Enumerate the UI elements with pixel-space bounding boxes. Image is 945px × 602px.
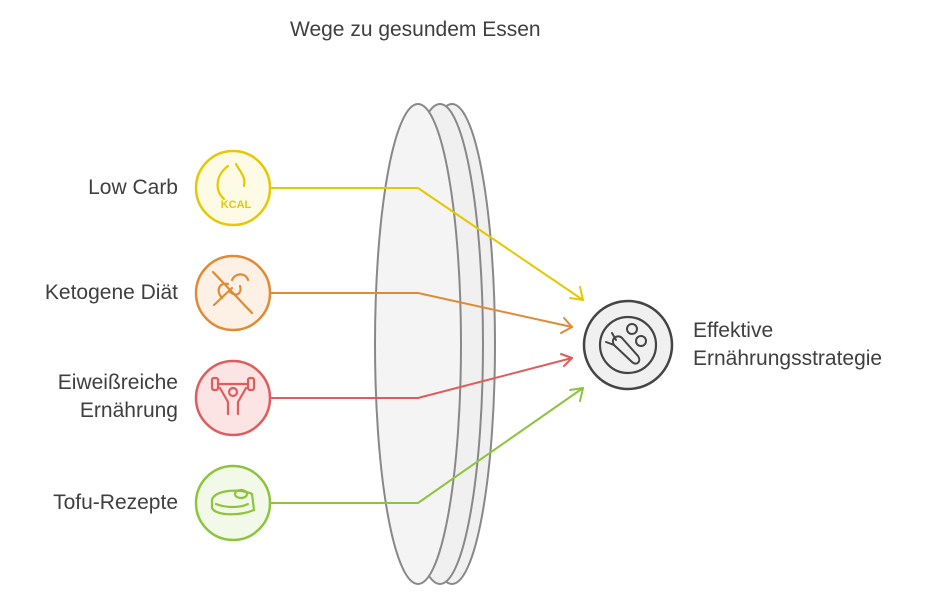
arrow-low-carb [269, 187, 584, 301]
weightlifter-icon [194, 359, 272, 437]
arrow-ketogene-diaet [269, 292, 573, 334]
kcal-flame-icon: KCAL [194, 149, 272, 227]
arrow-tofu-rezepte [269, 387, 584, 504]
input-label-ketogene-diaet: Ketogene Diät [44, 281, 178, 304]
output-line-2: Ernährungsstrategie [693, 347, 883, 370]
input-label-tofu-rezepte: Tofu-Rezepte [53, 491, 178, 514]
input-label-low-carb: Low Carb [88, 176, 178, 199]
svg-text:KCAL: KCAL [221, 199, 252, 211]
diagram-title: Wege zu gesundem Essen [290, 18, 541, 41]
input-label-eiweissreiche-ernaehrung: Eiweißreiche Ernährung [58, 369, 178, 425]
lens [374, 103, 496, 585]
output-label: Effektive Ernährungsstrategie [693, 317, 882, 373]
output-line-1: Effektive [693, 319, 774, 342]
label-line-1: Eiweißreiche [57, 371, 178, 394]
arrow-eiweissreiche-ernaehrung [269, 353, 573, 399]
tofu-icon [194, 464, 272, 542]
no-grain-icon [194, 254, 272, 332]
carrot-plate-icon [582, 299, 674, 391]
label-line-2: Ernährung [79, 399, 178, 422]
